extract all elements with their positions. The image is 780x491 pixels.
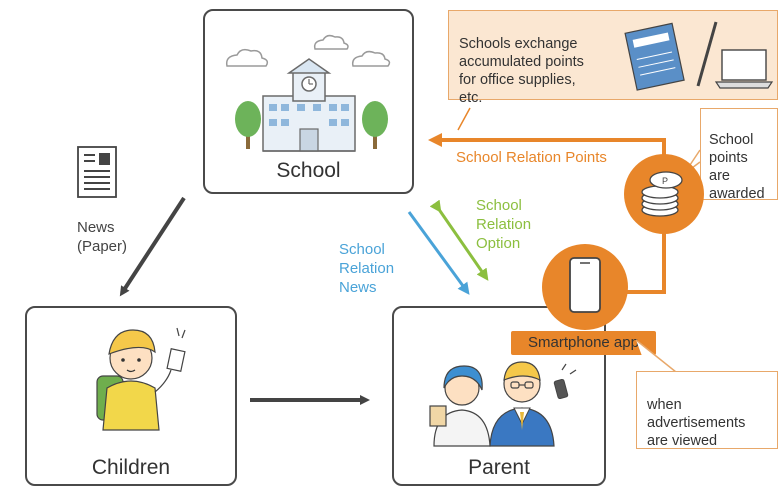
child-illustration xyxy=(96,327,186,431)
children-box: Children xyxy=(25,306,237,486)
school-box: School xyxy=(203,9,414,194)
tree-icon xyxy=(235,101,388,149)
school-relation-news-label: School Relation News xyxy=(339,241,395,296)
school-relation-points-label: School Relation Points xyxy=(456,149,607,166)
arrow-school-to-children xyxy=(119,196,186,297)
school-relation-option-label: School Relation Option xyxy=(476,197,532,252)
advertisement-callout-text: when advertisements are viewed xyxy=(647,397,746,449)
arrow-school-news xyxy=(407,211,470,295)
svg-text:P: P xyxy=(662,176,668,186)
parent-illustration xyxy=(429,361,577,447)
parent-label: Parent xyxy=(468,456,530,479)
news-paper-label: News (Paper) xyxy=(77,219,128,255)
school-label: School xyxy=(276,159,341,182)
smartphone-app-label: Smartphone app xyxy=(511,331,656,355)
school-building-icon xyxy=(262,58,356,152)
smartphone-icon xyxy=(542,244,628,330)
office-supplies-icon xyxy=(624,21,774,91)
points-awarded-text: School points are awarded xyxy=(709,132,765,202)
school-illustration xyxy=(225,34,391,152)
advertisement-callout: when advertisements are viewed xyxy=(636,371,778,449)
children-label: Children xyxy=(91,456,171,479)
coins-icon: P xyxy=(624,154,704,234)
cloud-icon xyxy=(225,34,391,67)
newspaper-icon xyxy=(77,146,117,198)
arrow-school-option xyxy=(429,199,489,281)
points-awarded-callout: School points are awarded xyxy=(700,108,778,202)
exchange-callout-text: Schools exchange accumulated points for … xyxy=(459,36,584,106)
